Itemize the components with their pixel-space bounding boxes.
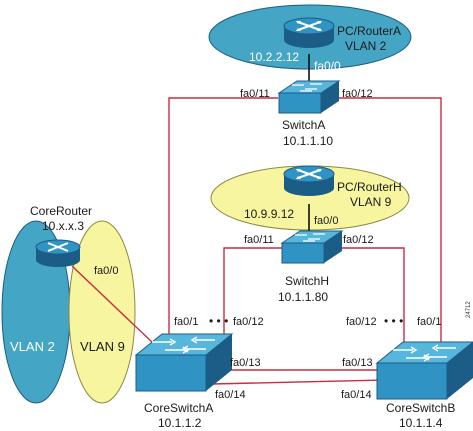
coreSwitchB-ip: 10.1.1.4: [399, 416, 443, 430]
coreSwitchB-name: CoreSwitchB: [386, 401, 455, 415]
switchH-port-left: fa0/11: [244, 234, 274, 246]
coreSwitchA-port-c: fa0/13: [230, 357, 261, 369]
switchH-ip: 10.1.1.80: [278, 290, 328, 304]
coreSwitchA-dots: • • •: [209, 314, 228, 328]
switchA-name: SwitchA: [282, 118, 325, 132]
link-switchH-coreSwitchA: [223, 247, 282, 338]
coreRouter-name: CoreRouter: [30, 204, 92, 218]
routerH-port: fa0/0: [314, 215, 338, 227]
link-core-fa0-14: [211, 379, 385, 385]
routerH-vlan: VLAN 9: [350, 195, 392, 209]
switchA-icon[interactable]: [277, 80, 341, 114]
coreSwitchB-port-b: fa0/1: [417, 316, 441, 328]
coreRouter-ip: 10.x.x.3: [42, 219, 84, 233]
links: [71, 97, 442, 385]
figure-code: 24712: [466, 301, 472, 318]
link-coreRouter-coreSwitchA: [71, 265, 154, 344]
switchA-port-left: fa0/11: [240, 88, 270, 100]
coreSwitchB-port-a: fa0/12: [346, 316, 377, 328]
link-switchA-coreSwitchA: [168, 97, 278, 338]
coreSwitchB-icon[interactable]: [375, 341, 473, 400]
coreSwitchB-port-d: fa0/14: [341, 389, 372, 401]
switchH-name: SwitchH: [285, 274, 329, 288]
vlan2-left-label: VLAN 2: [10, 339, 55, 354]
coreSwitchA-port-d: fa0/14: [215, 389, 246, 401]
routerH-ip: 10.9.9.12: [244, 207, 294, 221]
routerH-name: PC/RouterH: [337, 180, 402, 194]
link-switchA-coreSwitchB: [339, 97, 442, 347]
switchH-icon[interactable]: [280, 230, 344, 264]
routerA-ip: 10.2.2.12: [249, 50, 299, 64]
coreSwitchB-dots: • • •: [384, 314, 403, 328]
coreRouter-port: fa0/0: [94, 265, 118, 277]
coreSwitchB-port-c: fa0/13: [342, 357, 373, 369]
link-switchH-coreSwitchB: [342, 247, 405, 347]
coreSwitchA-icon[interactable]: [134, 333, 234, 392]
routerH-icon[interactable]: [283, 165, 335, 196]
coreSwitchA-port-a: fa0/1: [174, 316, 198, 328]
coreRouter-icon[interactable]: [35, 239, 81, 267]
coreSwitchA-port-b: fa0/12: [233, 316, 264, 328]
coreSwitchA-ip: 10.1.1.2: [158, 416, 202, 430]
switchA-ip: 10.1.1.10: [283, 134, 333, 148]
vlan9-region-left: [68, 220, 136, 404]
vlan9-left-label: VLAN 9: [80, 339, 125, 354]
routerA-icon[interactable]: [283, 17, 335, 48]
routerA-port: fa0/0: [314, 59, 341, 73]
switchH-port-right: fa0/12: [343, 234, 374, 246]
switchA-port-right: fa0/12: [342, 88, 373, 100]
routerA-vlan: VLAN 2: [345, 39, 387, 53]
coreSwitchA-name: CoreSwitchA: [144, 401, 213, 415]
routerA-name: PC/RouterA: [337, 24, 401, 38]
